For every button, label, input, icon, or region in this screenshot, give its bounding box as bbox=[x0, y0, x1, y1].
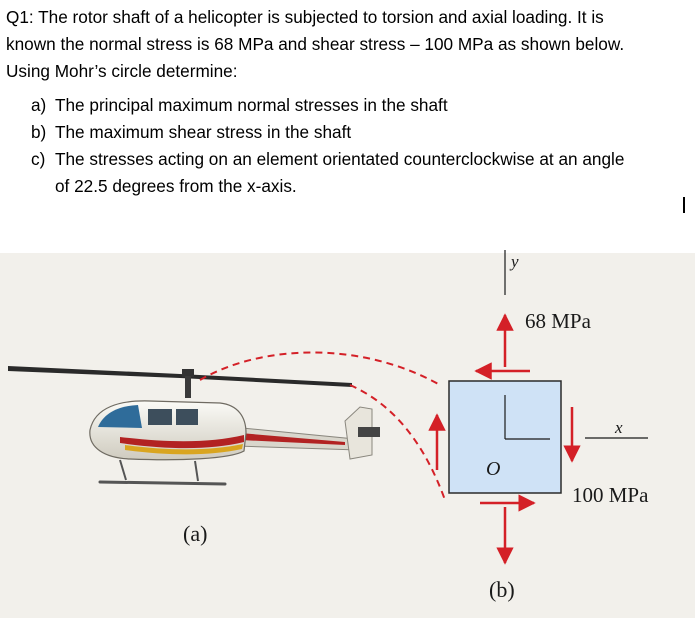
caption-b: (b) bbox=[489, 577, 515, 602]
x-axis-label: x bbox=[614, 418, 623, 437]
caption-a: (a) bbox=[183, 521, 207, 546]
question-parts-list: a) The principal maximum normal stresses… bbox=[31, 92, 681, 200]
question-line-3: Using Mohr’s circle determine: bbox=[6, 61, 238, 81]
part-c: c) The stresses acting on an element ori… bbox=[31, 146, 681, 200]
part-b-text: The maximum shear stress in the shaft bbox=[55, 122, 352, 142]
dashed-guide-lower bbox=[349, 384, 446, 501]
part-c-line-2: of 22.5 degrees from the x-axis. bbox=[55, 176, 297, 196]
part-b-letter: b) bbox=[31, 122, 47, 142]
part-a-text: The principal maximum normal stresses in… bbox=[55, 95, 448, 115]
skid-strut-2 bbox=[194, 460, 199, 482]
dashed-guide-upper bbox=[199, 351, 441, 386]
part-a: a) The principal maximum normal stresses… bbox=[31, 92, 681, 119]
stress-figure-svg: (a) y O x 68 MPa 100 MPa bbox=[0, 250, 695, 618]
normal-stress-label: 68 MPa bbox=[525, 309, 592, 333]
stress-figure: (a) y O x 68 MPa 100 MPa bbox=[0, 245, 695, 618]
cabin-window-2 bbox=[176, 409, 198, 425]
fuselage-stripe-gold bbox=[125, 444, 243, 455]
helicopter-illustration bbox=[8, 351, 446, 501]
cabin-window-1 bbox=[148, 409, 172, 425]
shear-stress-label: 100 MPa bbox=[572, 483, 649, 507]
rotor-hub bbox=[182, 369, 194, 377]
cockpit-window bbox=[98, 405, 142, 428]
stress-element-diagram: y O x 68 MPa 100 MPa bbox=[428, 250, 649, 565]
origin-label: O bbox=[486, 458, 500, 480]
part-c-letter: c) bbox=[31, 149, 46, 169]
rotor-mast bbox=[185, 376, 191, 398]
question-line-1: Q1: The rotor shaft of a helicopter is s… bbox=[6, 7, 604, 27]
landing-skid bbox=[98, 480, 227, 486]
rotor-blade bbox=[8, 366, 352, 387]
part-b: b) The maximum shear stress in the shaft bbox=[31, 119, 681, 146]
question-text: Q1: The rotor shaft of a helicopter is s… bbox=[6, 4, 686, 85]
tail-rotor bbox=[358, 427, 380, 437]
tail-stripe bbox=[240, 433, 345, 445]
y-axis-label: y bbox=[509, 252, 519, 271]
question-line-2: known the normal stress is 68 MPa and sh… bbox=[6, 34, 625, 54]
skid-strut-1 bbox=[119, 459, 127, 481]
part-c-text: The stresses acting on an element orient… bbox=[55, 146, 681, 200]
fuselage-stripe-red bbox=[120, 435, 244, 449]
part-a-letter: a) bbox=[31, 95, 47, 115]
text-cursor-mark bbox=[683, 197, 685, 213]
part-c-line-1: The stresses acting on an element orient… bbox=[55, 149, 625, 169]
